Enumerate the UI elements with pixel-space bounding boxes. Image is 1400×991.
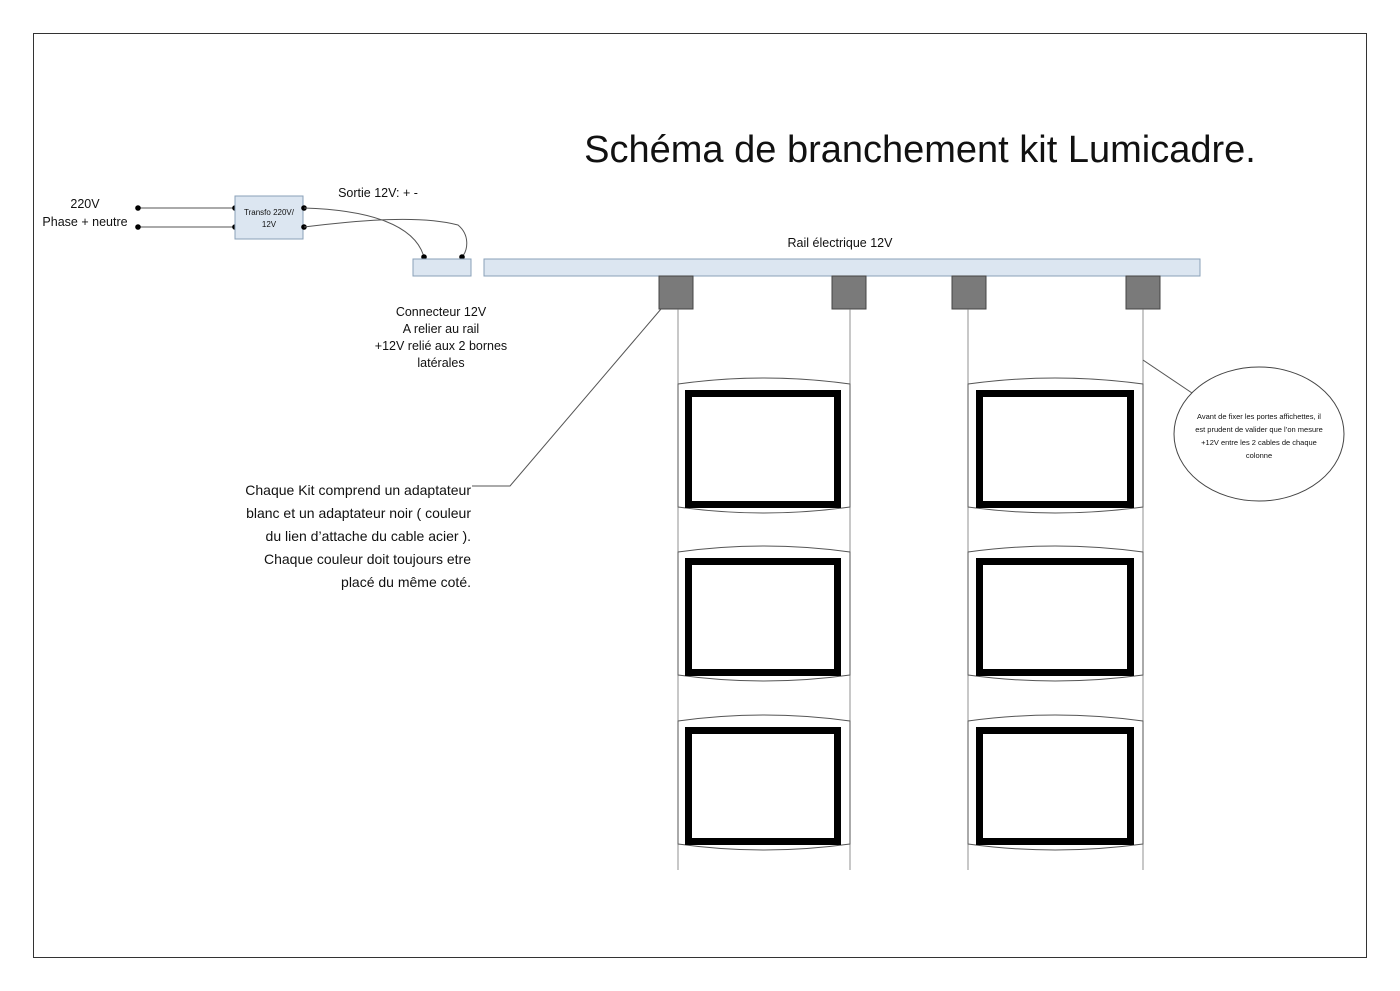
callout-bubble — [1173, 366, 1345, 502]
connector-terminal-1 — [421, 254, 427, 260]
transformer-label-1: Transfo 220V/ — [244, 208, 295, 217]
connector-note-1: Connecteur 12V — [396, 305, 487, 319]
page-border — [33, 33, 1367, 958]
adapter-2 — [831, 275, 867, 310]
poster-frame — [967, 377, 1144, 514]
transformer-box — [234, 195, 304, 240]
transformer-label-2: 12V — [262, 220, 277, 229]
callout-line-3: +12V entre les 2 cables de chaque — [1201, 438, 1317, 447]
connector-note-3: +12V relié aux 2 bornes — [375, 339, 507, 353]
poster-frame — [677, 545, 851, 682]
poster-frame — [677, 377, 851, 514]
callout-line-2: est prudent de valider que l’on mesure — [1195, 425, 1323, 434]
input-terminal-phase — [135, 205, 141, 211]
diagram-title: Schéma de branchement kit Lumicadre. — [584, 129, 1256, 171]
callout-line-1: Avant de fixer les portes affichettes, i… — [1197, 412, 1321, 421]
kit-note-line-2: blanc et un adaptateur noir ( couleur — [246, 505, 471, 521]
kit-note-line-4: Chaque couleur doit toujours etre — [264, 551, 471, 567]
kit-note-line-1: Chaque Kit comprend un adaptateur — [245, 482, 471, 498]
connector-12v — [412, 258, 472, 277]
kit-note-leader — [472, 308, 662, 487]
poster-frame — [967, 714, 1144, 851]
power-label-voltage: 220V — [70, 197, 100, 211]
adapter-3 — [951, 275, 987, 310]
output-wire-positive — [303, 207, 425, 258]
rail-12v — [483, 258, 1201, 277]
kit-note-line-5: placé du même coté. — [341, 574, 471, 590]
connector-note-4: latérales — [417, 356, 464, 370]
callout-leader — [1142, 359, 1196, 396]
connector-note-2: A relier au rail — [403, 322, 479, 336]
kit-note-line-3: du lien d’attache du cable acier ). — [266, 528, 471, 544]
callout-line-4: colonne — [1246, 451, 1272, 460]
input-terminal-neutral — [135, 224, 141, 230]
connector-terminal-2 — [459, 254, 465, 260]
output-label: Sortie 12V: + - — [338, 186, 418, 200]
poster-frame — [967, 545, 1144, 682]
output-wire-negative — [303, 218, 468, 258]
poster-frame — [677, 714, 851, 851]
adapter-4 — [1125, 275, 1161, 310]
power-label-phase: Phase + neutre — [42, 215, 127, 229]
rail-label: Rail électrique 12V — [788, 236, 894, 250]
adapter-1 — [658, 275, 694, 310]
